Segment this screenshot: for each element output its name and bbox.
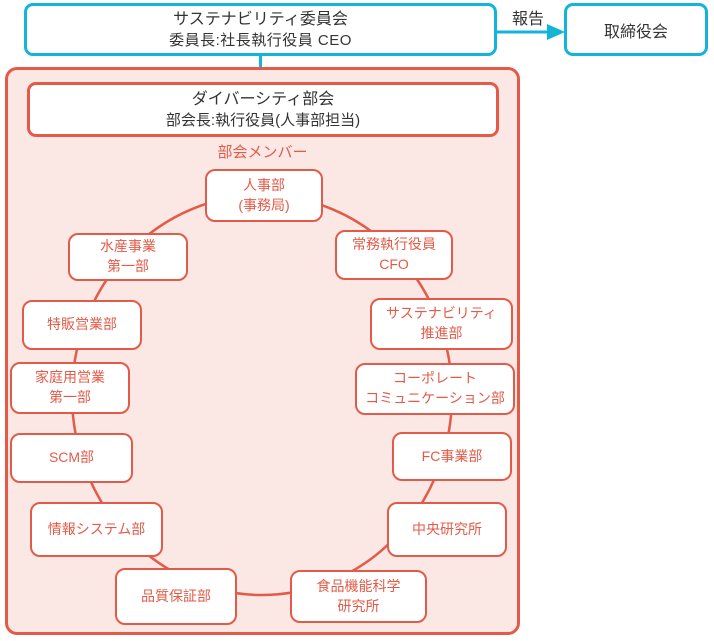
- member-box-cfo: 常務執行役員 CFO: [335, 230, 453, 280]
- member-box-marine-business-1: 水産事業 第一部: [68, 233, 188, 281]
- member-box-fc-business: FC事業部: [392, 432, 512, 481]
- committee-title: サステナビリティ委員会: [173, 10, 348, 28]
- diversity-subcommittee-header-box: ダイバーシティ部会 部会長:執行役員(人事部担当): [27, 82, 499, 137]
- member-box-sustainability-promotion: サステナビリティ 推進部: [370, 298, 513, 350]
- member-box-information-systems: 情報システム部: [30, 502, 163, 557]
- member-box-hr: 人事部 (事務局): [205, 169, 323, 222]
- member-box-central-research: 中央研究所: [387, 502, 507, 557]
- member-box-quality-assurance: 品質保証部: [115, 568, 237, 625]
- connector-committee-to-panel: [259, 55, 262, 69]
- report-arrow-icon: [496, 24, 565, 40]
- member-box-special-sales: 特販営業部: [22, 300, 142, 350]
- member-box-household-sales-1: 家庭用営業 第一部: [10, 362, 130, 414]
- committee-chair: 委員長:社長執行役員 CEO: [169, 31, 352, 49]
- members-label: 部会メンバー: [217, 144, 308, 161]
- sustainability-committee-box: サステナビリティ委員会 委員長:社長執行役員 CEO: [24, 3, 497, 56]
- member-box-food-function-science: 食品機能科学 研究所: [290, 570, 427, 623]
- report-label: 報告: [511, 11, 544, 28]
- subcommittee-chair: 部会長:執行役員(人事部担当): [165, 111, 361, 129]
- board-of-directors-box: 取締役会: [564, 3, 708, 56]
- subcommittee-title: ダイバーシティ部会: [191, 90, 335, 108]
- member-box-corporate-communication: コーポレート コミュニケーション部: [355, 363, 515, 415]
- member-box-scm: SCM部: [10, 433, 133, 483]
- board-label: 取締役会: [603, 23, 668, 41]
